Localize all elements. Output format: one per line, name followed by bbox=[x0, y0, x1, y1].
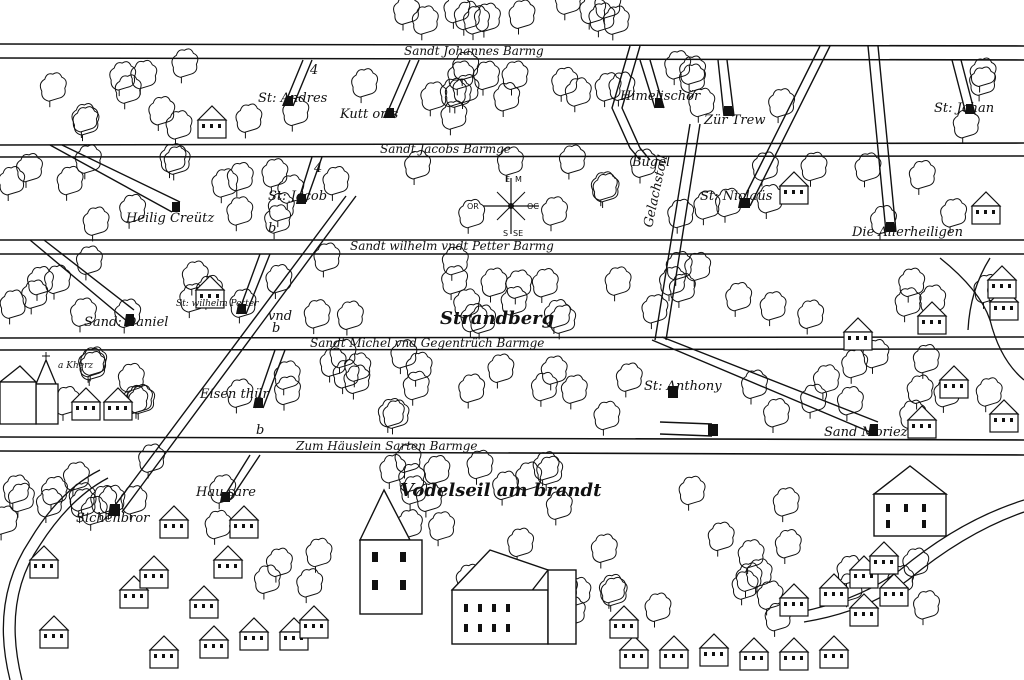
adit-label: St: Johan bbox=[934, 101, 994, 116]
numeral: b bbox=[256, 423, 264, 438]
compass-east: OC bbox=[527, 202, 539, 211]
adit-label: Sand: Daniel bbox=[84, 315, 168, 330]
numerals: 4 4 b b b bbox=[256, 63, 322, 438]
adit-label: St: Anthony bbox=[644, 379, 722, 394]
adit-label: Kutt orts bbox=[339, 107, 399, 122]
adit-label: Die Allerheiligen bbox=[851, 225, 963, 240]
adit-label: Sand Moriez bbox=[824, 425, 908, 440]
adit-labels: St: Andres Kutt orts Himelischör Zür Tre… bbox=[76, 89, 994, 526]
adit-label: Sichenbror bbox=[76, 511, 150, 526]
band-labels: Sandt Johannes Barmg Sandt Jacobs Barmge… bbox=[295, 44, 554, 453]
chapel bbox=[0, 352, 59, 425]
compass-south: SE bbox=[513, 229, 523, 238]
adit-label: Himelischör bbox=[619, 89, 701, 104]
adit-label: Hau sare bbox=[195, 485, 256, 500]
compass-center-bottom: S bbox=[503, 229, 508, 238]
numeral: b bbox=[272, 321, 280, 336]
adit-label: Zür Trew bbox=[703, 113, 765, 128]
compass-north: M bbox=[515, 175, 522, 184]
band-label: Zum Häuslein Sarten Barmge bbox=[295, 439, 478, 453]
adit-label: St: wilhelm Petter bbox=[176, 299, 259, 309]
compass-center-top: E bbox=[505, 175, 510, 184]
adit-label: Eisen thür bbox=[199, 387, 269, 402]
band-label: Sandt Johannes Barmg bbox=[404, 44, 544, 58]
band-label: Sandt Michel vnd Gegentrüch Barmge bbox=[310, 336, 544, 350]
church bbox=[358, 488, 423, 615]
adit-label: St: Niclaüs bbox=[700, 189, 773, 204]
compass-rose: M E OC OR SE S bbox=[467, 175, 539, 238]
numeral: b bbox=[268, 221, 276, 236]
compass-west: OR bbox=[467, 202, 479, 211]
chapel-label: a Kherz bbox=[58, 361, 93, 371]
adit-mouths bbox=[108, 96, 975, 516]
adit-label: St: Jacob bbox=[268, 189, 327, 204]
adit-label: vnd bbox=[268, 309, 292, 324]
adit-label: Heilig Creütz bbox=[125, 211, 214, 226]
manor-house bbox=[871, 465, 949, 537]
band-label: Sandt wilhelm vndt Petter Barmg bbox=[350, 239, 554, 253]
adit-label: St: Andres bbox=[258, 91, 328, 106]
village-label: Vodelseil am brandt bbox=[400, 480, 602, 501]
mountain-label: Strandberg bbox=[440, 308, 554, 329]
band-label: Sandt Jacobs Barmge bbox=[380, 142, 511, 156]
numeral: 4 bbox=[313, 161, 322, 176]
hall bbox=[450, 549, 577, 645]
numeral: 4 bbox=[309, 63, 318, 78]
adit-label: Bügel bbox=[631, 155, 670, 170]
